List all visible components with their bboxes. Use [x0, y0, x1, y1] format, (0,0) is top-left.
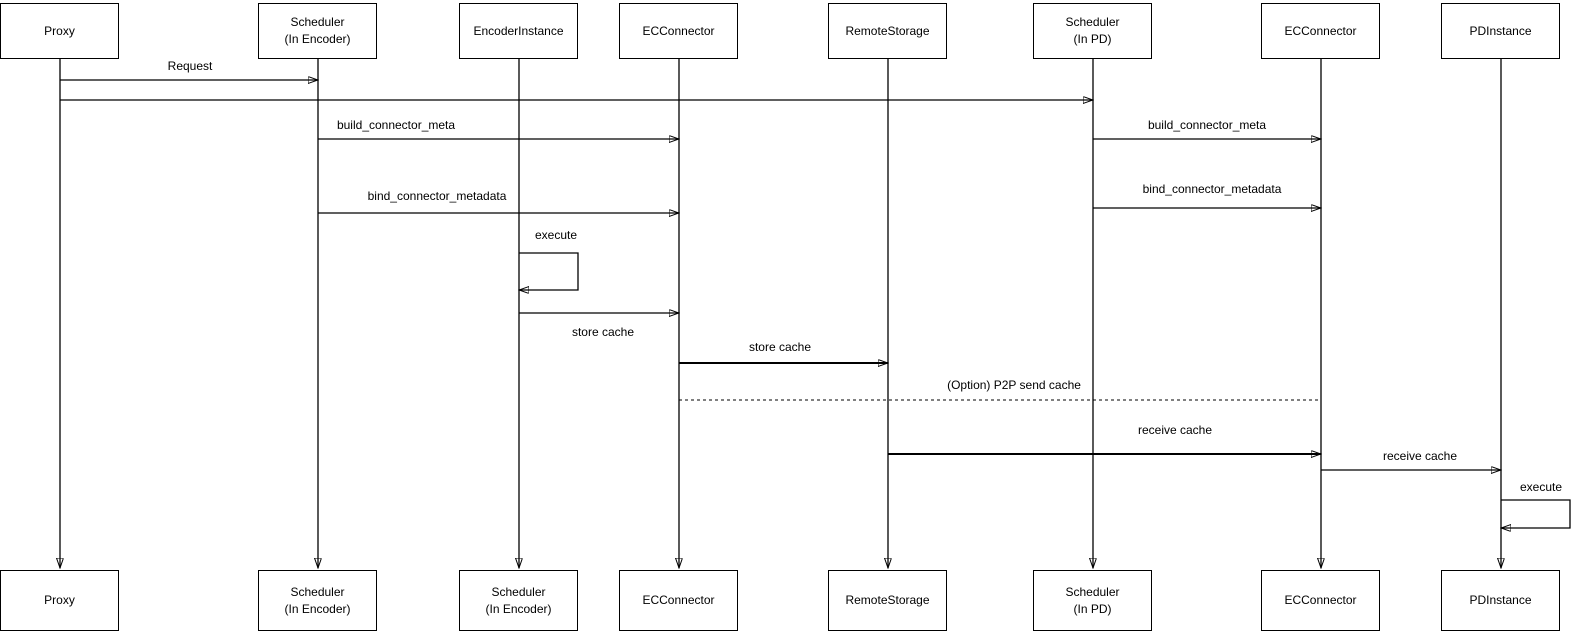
- label-execute-encoder: execute: [534, 228, 578, 242]
- actor-top-remotestorage: RemoteStorage: [828, 3, 947, 59]
- actor-bottom-pdinstance: PDInstance: [1441, 570, 1560, 631]
- label-receive-cache-remote-to-ec: receive cache: [1137, 423, 1213, 437]
- actor-top-scheduler-encoder: Scheduler (In Encoder): [258, 3, 377, 59]
- label-p2p-send-cache: (Option) P2P send cache: [947, 378, 1081, 392]
- actor-bottom-ecconnector-1: ECConnector: [619, 570, 738, 631]
- label-execute-pd: execute: [1519, 480, 1563, 494]
- label-receive-cache-ec-to-pd: receive cache: [1382, 449, 1458, 463]
- label-store-cache-ec-to-remote: store cache: [748, 340, 812, 354]
- actor-bottom-scheduler-pd: Scheduler (In PD): [1033, 570, 1152, 631]
- actor-top-encoder-instance: EncoderInstance: [459, 3, 578, 59]
- label-bind-connector-metadata-encoder: bind_connector_metadata: [367, 189, 507, 203]
- actor-top-pdinstance: PDInstance: [1441, 3, 1560, 59]
- actor-bottom-scheduler-encoder-1: Scheduler (In Encoder): [258, 570, 377, 631]
- label-bind-connector-metadata-pd: bind_connector_metadata: [1142, 182, 1282, 196]
- actor-bottom-proxy: Proxy: [0, 570, 119, 631]
- arrow-execute-pd-selfloop: [1501, 499, 1571, 528]
- actor-bottom-ecconnector-2: ECConnector: [1261, 570, 1380, 631]
- actor-bottom-remotestorage: RemoteStorage: [828, 570, 947, 631]
- actor-top-scheduler-pd: Scheduler (In PD): [1033, 3, 1152, 59]
- arrow-execute-encoder-selfloop: [519, 252, 579, 290]
- label-request: Request: [167, 59, 213, 73]
- label-build-connector-meta-pd: build_connector_meta: [1147, 118, 1267, 132]
- actor-top-ecconnector-2: ECConnector: [1261, 3, 1380, 59]
- actor-top-ecconnector-1: ECConnector: [619, 3, 738, 59]
- actor-top-proxy: Proxy: [0, 3, 119, 59]
- label-store-cache-encoder-to-ec: store cache: [571, 325, 635, 339]
- label-build-connector-meta-encoder: build_connector_meta: [336, 118, 456, 132]
- actor-bottom-scheduler-encoder-2: Scheduler (In Encoder): [459, 570, 578, 631]
